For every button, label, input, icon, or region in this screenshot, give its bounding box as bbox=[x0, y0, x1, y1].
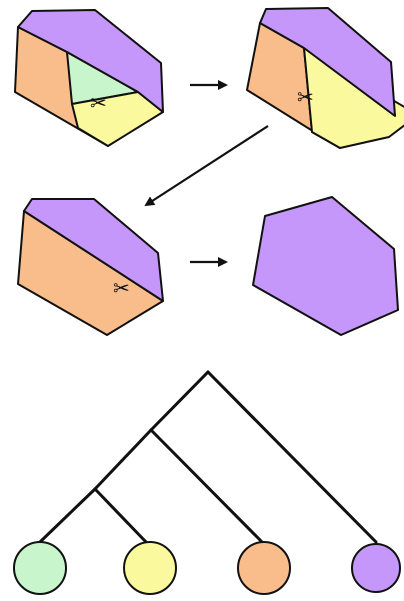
arrow-down-left-icon bbox=[144, 125, 269, 207]
leaf-orange bbox=[237, 541, 291, 595]
merge-tree bbox=[13, 370, 401, 595]
tree-edge bbox=[93, 487, 148, 544]
tree-edge bbox=[38, 487, 97, 544]
step-3-scissors-icon: ✂ bbox=[113, 276, 130, 300]
leaf-purple bbox=[351, 543, 401, 593]
step-2-shape: ✂ bbox=[246, 7, 404, 149]
step-2-scissors-icon: ✂ bbox=[297, 85, 314, 109]
leaf-yellow bbox=[123, 541, 177, 595]
step-1-shape: ✂ bbox=[14, 9, 164, 147]
tree-edge bbox=[206, 370, 378, 544]
tree-edge bbox=[93, 428, 153, 491]
step-2-purple-piece bbox=[259, 7, 396, 117]
tree-edge bbox=[149, 428, 264, 544]
step-1-scissors-icon: ✂ bbox=[90, 91, 107, 115]
leaf-green bbox=[13, 541, 67, 595]
step-1-purple-piece bbox=[17, 9, 164, 113]
tree-edge bbox=[149, 370, 210, 432]
step-1-yellow-piece bbox=[71, 91, 164, 147]
step-2-yellow-piece bbox=[303, 47, 404, 149]
step-4-purple-piece bbox=[252, 196, 399, 336]
step-3-shape: ✂ bbox=[17, 198, 164, 336]
step-3-purple-piece bbox=[23, 198, 164, 302]
